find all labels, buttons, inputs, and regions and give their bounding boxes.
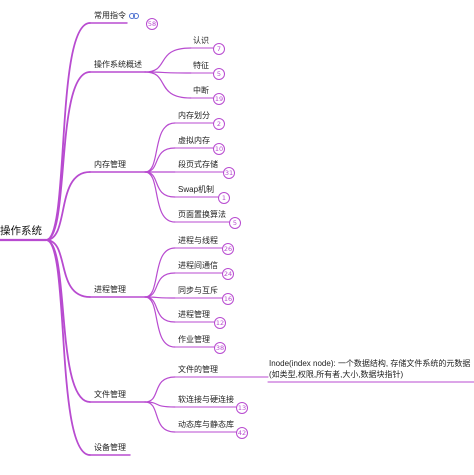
leaf-connector [144,171,176,223]
leaf-connector [144,47,192,73]
branch-process-management[interactable]: 进程管理 [94,285,126,294]
topic-understanding[interactable]: 认识 [193,36,209,45]
topic-memory-partition[interactable]: 内存划分 [178,111,210,120]
count-badge[interactable]: 16 [222,293,234,305]
topic-job-mgmt[interactable]: 作业管理 [178,335,210,344]
count-badge[interactable]: 19 [213,93,225,105]
topic-page-replacement[interactable]: 页面置换算法 [178,210,226,219]
mindmap-root[interactable]: 操作系统 [0,225,42,237]
leaf-connector [144,71,192,99]
count-badge[interactable]: 58 [146,18,158,30]
branch-commands[interactable]: 常用指令 [94,11,126,20]
topic-segment-paging[interactable]: 段页式存储 [178,160,218,169]
leaf-connector [144,401,176,433]
topic-interrupts[interactable]: 中断 [193,86,209,95]
count-badge[interactable]: 2 [213,118,225,130]
branch-file-management[interactable]: 文件管理 [94,390,126,399]
link-icon[interactable] [129,12,139,20]
topic-links[interactable]: 软连接与硬连接 [178,395,234,404]
leaf-connector [144,272,176,298]
branch-os-overview[interactable]: 操作系统概述 [94,60,142,69]
count-badge[interactable]: 5 [229,217,241,229]
count-badge[interactable]: 10 [213,143,225,155]
topic-process-thread[interactable]: 进程与线程 [178,236,218,245]
branch-connector [45,239,91,456]
count-badge[interactable]: 1 [218,192,230,204]
topic-sync-mutex[interactable]: 同步与互斥 [178,286,218,295]
count-badge[interactable]: 24 [222,268,234,280]
leaf-connector [144,376,176,403]
leaf-connector [144,296,176,323]
branch-connector [45,239,91,298]
branch-memory-management[interactable]: 内存管理 [94,160,126,169]
topic-swap[interactable]: Swap机制 [178,185,215,194]
topic-libraries[interactable]: 动态库与静态库 [178,420,234,429]
leaf-connector [144,122,176,173]
branch-connector [45,239,91,403]
topic-process-mgmt[interactable]: 进程管理 [178,310,210,319]
count-badge[interactable]: 31 [223,167,235,179]
count-badge[interactable]: 7 [213,43,225,55]
topic-file-mgmt[interactable]: 文件的管理 [178,365,218,374]
count-badge[interactable]: 26 [222,243,234,255]
branch-connector [45,71,91,241]
branch-connector [45,171,91,241]
inode-note[interactable]: Inode(index node): 一个数据结构, 存储文件系统的元数据 (如… [269,359,471,379]
count-badge[interactable]: 12 [214,317,226,329]
branch-device-management[interactable]: 设备管理 [94,443,126,452]
count-badge[interactable]: 42 [236,427,248,439]
topic-ipc[interactable]: 进程间通信 [178,261,218,270]
count-badge[interactable]: 5 [213,68,225,80]
topic-virtual-memory[interactable]: 虚拟内存 [178,136,210,145]
topic-features[interactable]: 特征 [193,61,209,70]
leaf-connector [144,247,176,298]
leaf-connector [144,296,176,348]
leaf-connector [144,171,176,198]
branch-connector [45,22,91,241]
leaf-connector [144,147,176,173]
count-badge[interactable]: 38 [214,342,226,354]
count-badge[interactable]: 13 [236,402,248,414]
